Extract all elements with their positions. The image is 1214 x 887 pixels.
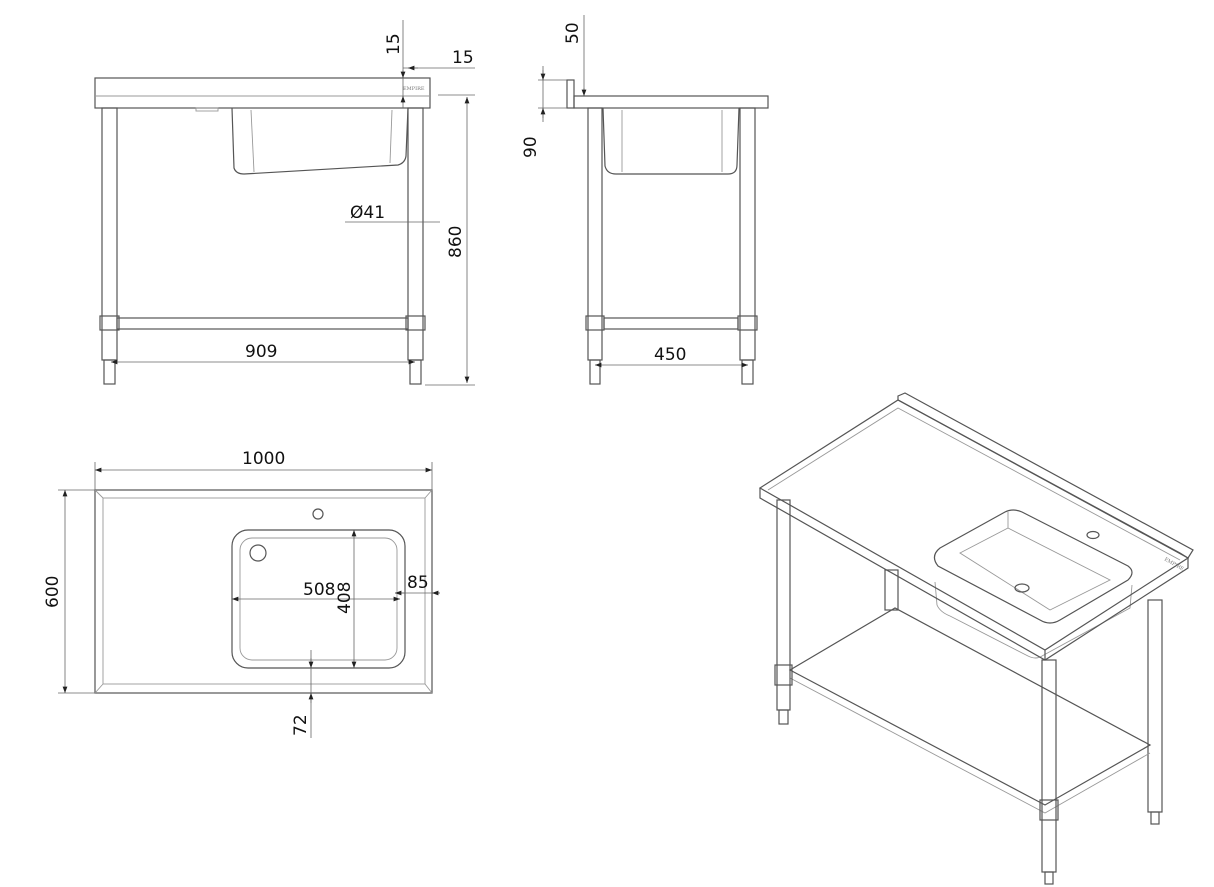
front-view: EMPIRE bbox=[94, 77, 431, 385]
side-view-dimensions: 50 90 450 bbox=[521, 15, 748, 368]
dim-upstand-offset: 15 bbox=[452, 48, 474, 68]
dim-top-depth: 90 bbox=[521, 136, 541, 158]
top-view bbox=[94, 489, 433, 694]
dim-depth: 600 bbox=[43, 576, 63, 608]
dim-bowl-width: 508 bbox=[303, 580, 335, 600]
side-view bbox=[566, 79, 769, 385]
front-view-dimensions: 15 15 Ø41 860 909 bbox=[111, 20, 475, 386]
dim-leg-span-side: 450 bbox=[654, 345, 686, 365]
top-view-dimensions: 1000 600 508 408 85 72 bbox=[43, 449, 440, 738]
dim-bowl-right-offset: 85 bbox=[407, 573, 429, 593]
brand-logo: EMPIRE bbox=[403, 86, 425, 92]
dim-width: 1000 bbox=[242, 449, 285, 469]
dim-upstand-height: 50 bbox=[563, 22, 583, 44]
dim-top-thickness: 15 bbox=[384, 33, 404, 55]
dim-leg-diameter: Ø41 bbox=[350, 203, 385, 223]
dim-leg-span-front: 909 bbox=[245, 342, 277, 362]
dim-bowl-depth: 408 bbox=[335, 582, 355, 614]
dim-height: 860 bbox=[446, 226, 466, 258]
dim-bowl-front-offset: 72 bbox=[291, 714, 311, 736]
brand-logo-iso: EMPIRE bbox=[1163, 557, 1185, 573]
isometric-view: EMPIRE bbox=[758, 392, 1194, 885]
